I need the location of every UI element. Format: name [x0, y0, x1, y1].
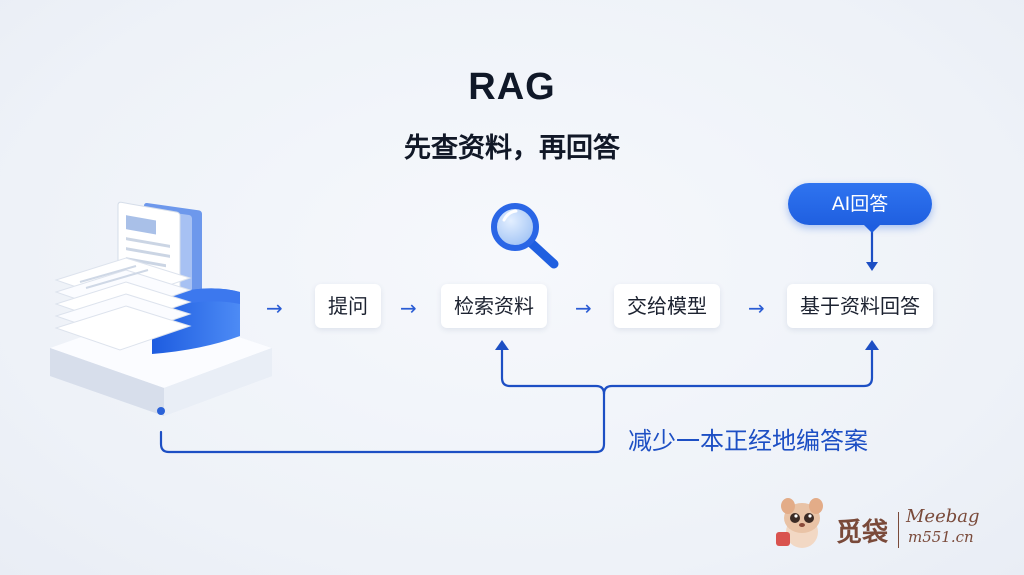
diagram-subtitle: 先查资料，再回答	[404, 133, 620, 164]
brand-name-en: Meebag	[906, 506, 980, 527]
magnifier-icon	[491, 203, 559, 269]
arrow-icon: →	[748, 296, 765, 320]
ai-answer-badge: AI回答	[788, 183, 932, 225]
arrow-icon: →	[266, 296, 283, 320]
arrow-icon: →	[400, 296, 417, 320]
arrow-icon: →	[575, 296, 592, 320]
mascot-icon	[776, 498, 823, 548]
brand-name-cn: 觅袋	[836, 518, 889, 548]
brand-site: m551.cn	[908, 528, 974, 546]
loop-note: 减少一本正经地编答案	[628, 427, 868, 455]
document-stack-icon	[50, 201, 272, 416]
step-ask: 提问	[315, 284, 381, 328]
brand-divider	[898, 512, 899, 548]
step-model: 交给模型	[614, 284, 720, 328]
step-retrieve: 检索资料	[441, 284, 547, 328]
step-answer: 基于资料回答	[787, 284, 933, 328]
diagram-title: RAG	[468, 66, 556, 108]
